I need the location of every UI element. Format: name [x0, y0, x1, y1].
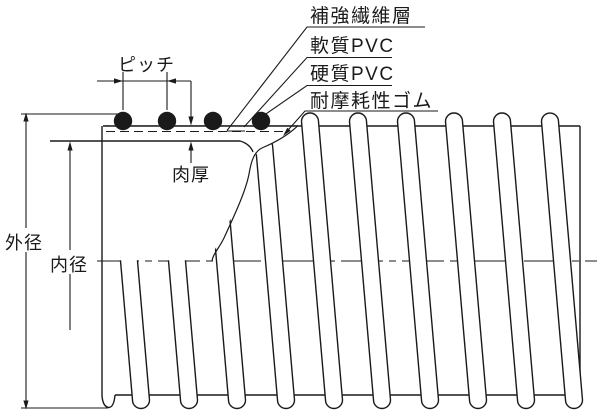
wall-thickness-dimension: [188, 81, 194, 163]
spiral-rib: [540, 112, 584, 410]
leader-rubber: [284, 110, 438, 134]
leader-hard-pvc: [253, 84, 392, 123]
leader-fiber: [226, 26, 425, 132]
inner-diameter-label: 内径: [50, 255, 88, 275]
rubber-label: 耐摩耗性ゴム: [310, 90, 433, 112]
hard-pvc-label: 硬質PVC: [310, 63, 395, 85]
pitch-label: ピッチ: [118, 55, 175, 75]
wall-inner-line: [50, 140, 254, 153]
leader-soft-pvc: [243, 56, 392, 128]
spiral-dot: [203, 111, 223, 131]
spiral-rib: [396, 112, 440, 410]
outer-diameter-dimension: [21, 112, 120, 410]
outer-diameter-label: 外径: [5, 233, 43, 253]
spiral-rib: [492, 112, 536, 410]
section-break-line: [211, 126, 298, 262]
spiral-rib: [444, 112, 488, 410]
spiral-rib: [254, 137, 296, 410]
pitch-dimension: [97, 72, 191, 110]
section-interior: [103, 125, 297, 261]
wall-thickness-label: 肉厚: [172, 165, 210, 185]
fiber-layer-label: 補強繊維層: [310, 5, 413, 27]
spiral-dot: [251, 111, 271, 131]
spiral-wire-dots: [113, 111, 271, 131]
spiral-dot: [157, 111, 177, 131]
spiral-rib: [300, 112, 344, 410]
spiral-rib: [348, 112, 392, 410]
layer-leaders: [226, 26, 438, 136]
soft-pvc-label: 軟質PVC: [310, 35, 395, 57]
spiral-dot: [113, 111, 133, 131]
inner-diameter-dimension: [67, 141, 73, 330]
